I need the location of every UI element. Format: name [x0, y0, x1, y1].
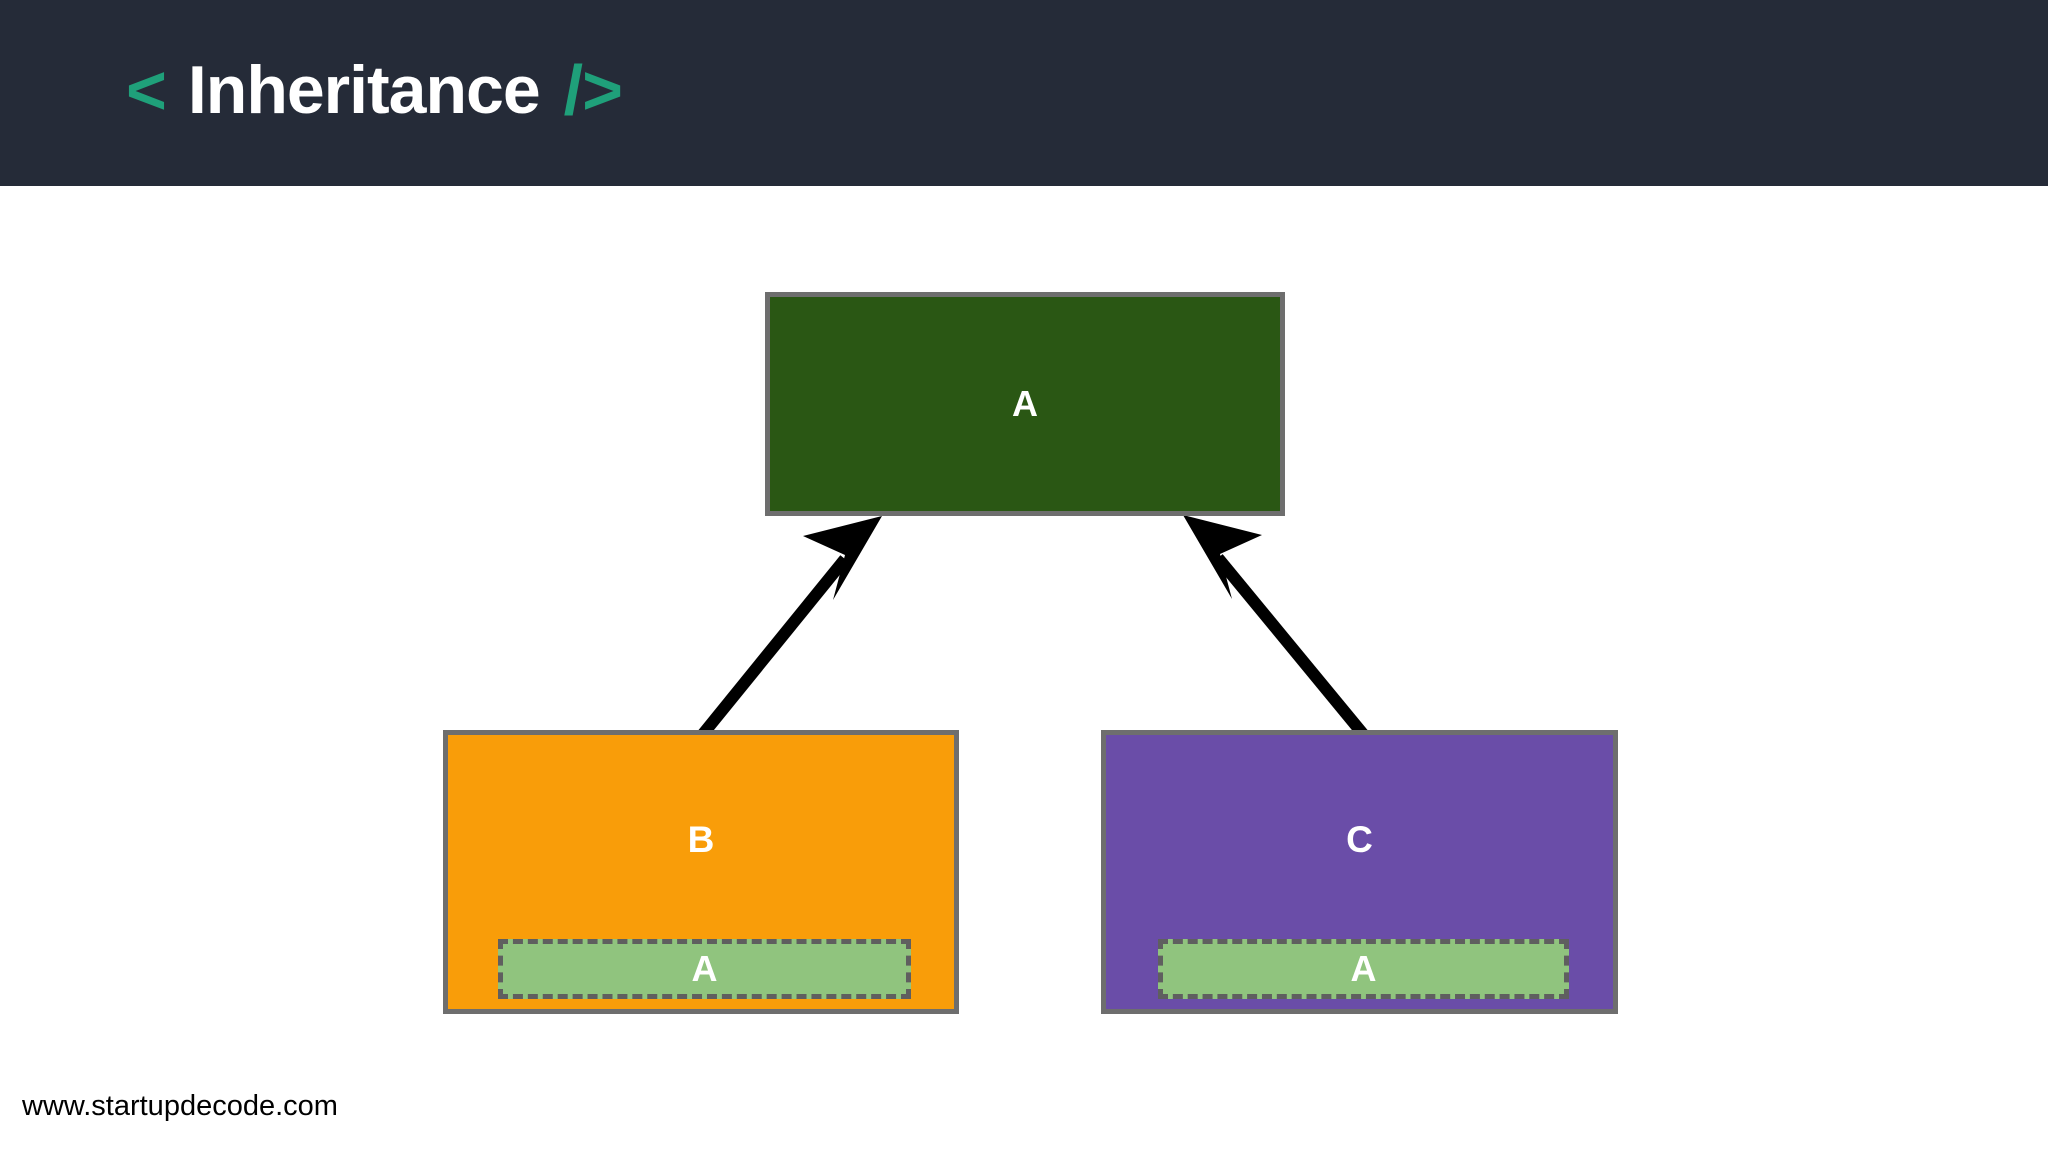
inheritance-arrow-c-to-a: [1183, 515, 1368, 738]
class-box-b[interactable]: B A: [443, 730, 959, 1014]
header-bar: < Inheritance />: [0, 0, 2048, 186]
inherited-member-label: A: [1350, 948, 1377, 989]
angle-bracket-open-icon: <: [126, 51, 167, 129]
page-title: < Inheritance />: [126, 30, 623, 150]
class-box-c[interactable]: C A: [1101, 730, 1618, 1014]
class-label-a: A: [1012, 383, 1038, 424]
class-box-a[interactable]: A: [765, 292, 1285, 516]
inheritance-diagram: A B A C A: [0, 186, 2048, 1152]
inherited-member-a-in-b[interactable]: A: [498, 939, 911, 999]
inheritance-arrow-b-to-a: [698, 516, 882, 738]
inherited-member-a-in-c[interactable]: A: [1158, 939, 1569, 999]
footer-website-url: www.startupdecode.com: [22, 1090, 338, 1122]
class-label-b: B: [687, 819, 715, 860]
class-label-c: C: [1346, 819, 1373, 860]
page-title-text: Inheritance: [187, 52, 541, 128]
inherited-member-label: A: [691, 948, 718, 989]
angle-bracket-close-icon: />: [563, 51, 623, 129]
